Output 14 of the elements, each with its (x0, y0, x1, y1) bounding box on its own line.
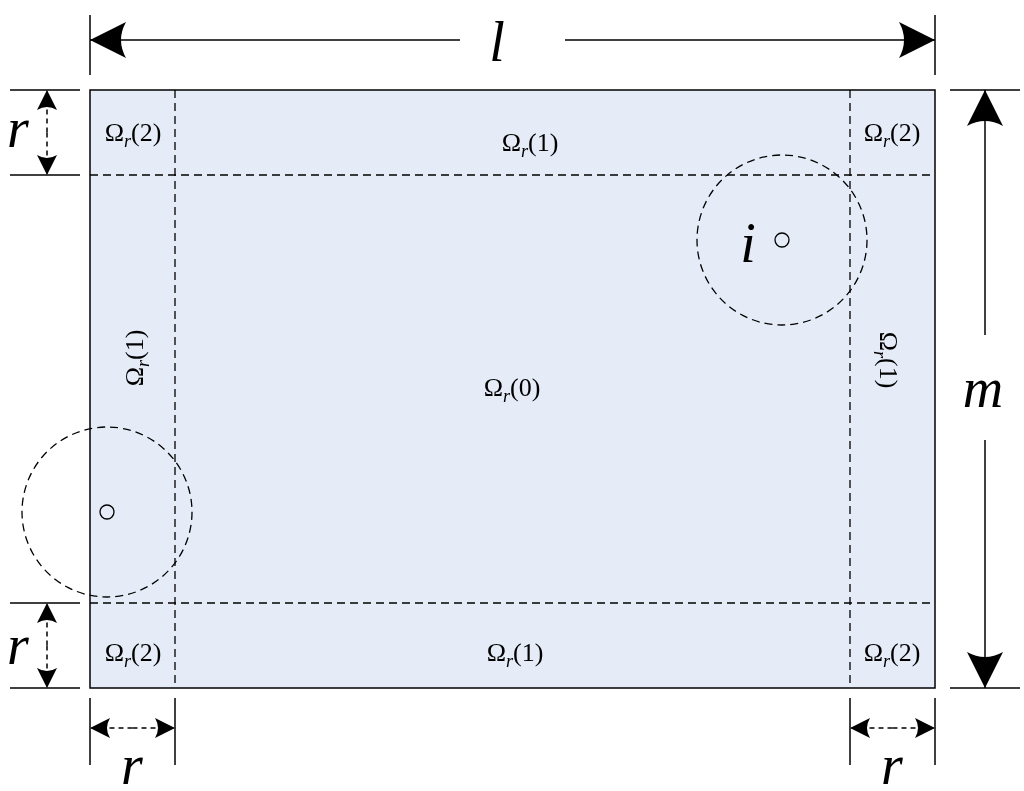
region-label: Ω$_{r}$(0) (483, 374, 541, 406)
region-label: Ω$_{r}$(1) (486, 639, 544, 671)
region-label: Ω$_{r}$(2) (863, 119, 921, 151)
dimension-label: r (121, 737, 143, 791)
dimension-label: m (962, 360, 1004, 416)
dimension-label: r (881, 737, 903, 791)
region-label: Ω$_{r}$(1) (501, 129, 559, 161)
dimension-label: r (7, 617, 29, 673)
dimension-label: l (489, 14, 505, 70)
region-label: Ω$_{r}$(2) (104, 119, 162, 151)
region-label: Ω$_{r}$(2) (863, 639, 921, 671)
point-label: i (740, 215, 756, 271)
region-label: Ω$_{r}$(2) (104, 639, 162, 671)
dimension-label: r (7, 100, 29, 156)
